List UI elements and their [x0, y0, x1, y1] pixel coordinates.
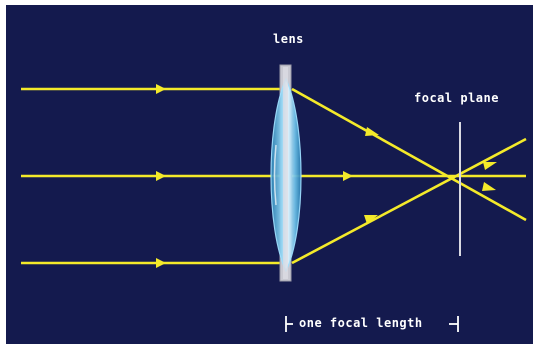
focal-length-bracket [285, 316, 459, 332]
focal-length-label: one focal length [299, 316, 423, 330]
refracted-arrowheads [343, 127, 497, 224]
lens-highlight [273, 144, 277, 206]
arrow-lower-diverging [483, 162, 497, 170]
diagram-canvas [21, 64, 527, 332]
arrow-axial-incoming [156, 171, 166, 181]
optics-diagram: lens focal plane one focal length [6, 5, 533, 344]
arrow-lower-refracted [364, 215, 378, 224]
lens [270, 64, 302, 282]
arrow-axial-refracted [343, 171, 353, 181]
arrow-upper-refracted [365, 127, 379, 136]
ray-upper-refracted [291, 87, 527, 222]
arrow-lower-incoming [156, 258, 166, 268]
refracted-rays [291, 87, 527, 265]
incoming-rays [21, 87, 282, 265]
incoming-arrowheads [156, 84, 166, 268]
lens-center-bar [283, 67, 288, 279]
lens-label: lens [273, 32, 304, 46]
arrow-upper-diverging [482, 182, 496, 191]
ray-lower-refracted [291, 137, 527, 265]
arrow-upper-incoming [156, 84, 166, 94]
focal-plane-label: focal plane [414, 91, 499, 105]
